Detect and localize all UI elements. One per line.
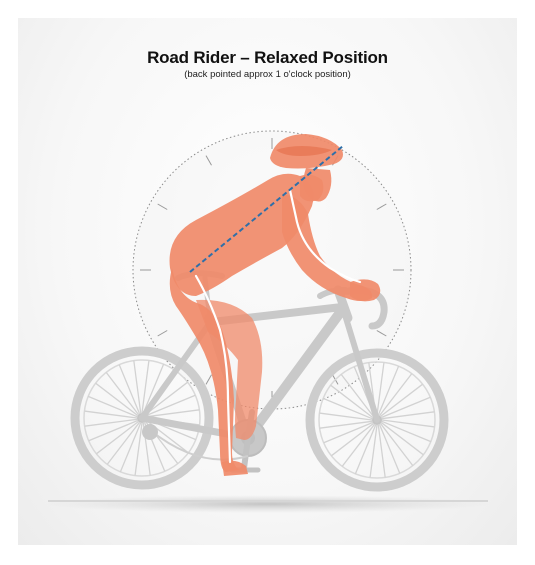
wheel-spoke xyxy=(84,410,138,419)
wheel-spoke xyxy=(340,373,374,417)
wheel-spoke xyxy=(330,423,374,457)
clock-tick xyxy=(157,203,168,210)
wheel-spoke xyxy=(369,424,378,478)
clock-tick xyxy=(157,330,168,337)
rider-head xyxy=(303,168,332,202)
clock-tick xyxy=(205,374,212,385)
wheel-spoke xyxy=(106,421,141,465)
wheel-spoke xyxy=(95,421,139,455)
helmet-visor xyxy=(276,146,332,156)
wheel-spoke xyxy=(380,383,424,417)
wheel-spoke xyxy=(377,424,386,478)
diagram-subtitle: (back pointed approx 1 o'clock position) xyxy=(184,69,351,80)
wheel-spoke xyxy=(322,397,373,420)
wheel-spoke xyxy=(319,420,373,429)
wheel-spoke xyxy=(87,395,138,418)
ground-shadow xyxy=(45,495,489,513)
wheel-spoke xyxy=(380,423,414,467)
wheel-spoke xyxy=(84,418,138,427)
wheel-spoke xyxy=(381,420,432,443)
wheel-spoke xyxy=(142,363,165,414)
clock-tick xyxy=(205,155,212,166)
wheel-spoke xyxy=(330,384,374,419)
wheel-spoke xyxy=(323,421,373,444)
back-angle-line xyxy=(189,145,344,273)
rider-torso xyxy=(169,173,314,296)
rear-derailleur xyxy=(142,424,158,440)
wheel-spoke xyxy=(146,394,196,417)
ground-line xyxy=(48,500,488,502)
wheel-spoke xyxy=(341,423,376,467)
wheel-spoke xyxy=(378,373,413,417)
wheel-spoke xyxy=(133,360,142,414)
wheel-spoke xyxy=(105,371,139,415)
wheel-spoke xyxy=(118,364,141,414)
rider-shoe xyxy=(222,460,248,476)
wheel-spoke xyxy=(141,360,150,414)
wheel-spoke xyxy=(95,382,139,417)
wheel-spoke xyxy=(354,424,377,475)
wheel-spoke xyxy=(376,362,385,416)
wheel-spoke xyxy=(119,422,142,473)
diagram-title: Road Rider – Relaxed Position xyxy=(147,48,388,67)
wheel-spoke xyxy=(145,381,189,415)
wheel-spoke xyxy=(381,411,435,420)
wheel-spoke xyxy=(319,412,373,421)
rider-hand xyxy=(350,279,381,302)
clock-tick xyxy=(376,330,387,337)
wheel-spoke xyxy=(381,419,435,428)
wheel-spoke xyxy=(381,396,431,419)
wheel-spoke xyxy=(134,422,143,476)
wheel-spoke xyxy=(380,421,424,456)
cyclist-figure-icon xyxy=(169,134,381,476)
rider-near-leg xyxy=(169,268,240,472)
wheel-spoke xyxy=(378,424,401,474)
wheel-spoke xyxy=(146,409,200,418)
wheel-spoke xyxy=(88,419,138,442)
rider-highlights xyxy=(194,188,362,464)
wheel-spoke xyxy=(377,365,400,416)
clock-tick xyxy=(376,203,387,210)
rider-arm xyxy=(282,194,373,301)
